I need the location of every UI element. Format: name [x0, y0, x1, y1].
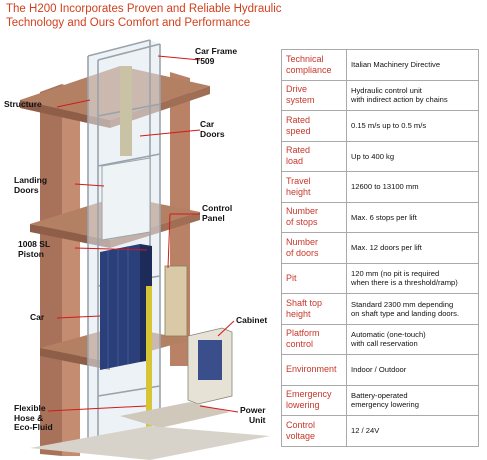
car-doors-drawing — [101, 157, 151, 241]
spec-value: Italian Machinery Directive — [346, 49, 479, 81]
spec-value: 12 / 24V — [346, 415, 479, 447]
leader-lines — [47, 55, 239, 413]
callout-car: Car — [30, 312, 45, 322]
spec-value: 0.15 m/s up to 0.5 m/s — [346, 110, 479, 142]
callout-cabinet: Cabinet — [236, 315, 268, 325]
ground-slab — [30, 426, 270, 460]
table-row: Environment Indoor / Outdoor — [281, 354, 479, 386]
car-frame — [120, 66, 132, 156]
elevator-shaft-drawing — [20, 39, 270, 460]
brick-column-left — [40, 84, 62, 456]
spec-key: Pit — [281, 262, 347, 294]
callout-flexible-hose: Flexible Hose & Eco-Fluid — [14, 403, 53, 432]
callout-car-frame: Car Frame T509 — [195, 46, 238, 66]
callout-control-panel: Control Panel — [202, 203, 233, 223]
elevator-illustration: Car Frame T509 Structure Car Doors Landi… — [0, 36, 275, 460]
spec-value: 12600 to 13100 mm — [346, 171, 479, 203]
control-panel-drawing — [164, 265, 188, 337]
title-line-1: The H200 Incorporates Proven and Reliabl… — [6, 3, 282, 15]
spec-value: Automatic (one-touch)with call reservati… — [346, 323, 479, 355]
spec-value: Max. 12 doors per lift — [346, 232, 479, 264]
callout-power-unit: Power Unit — [240, 405, 266, 425]
spec-key: Environment — [281, 354, 347, 386]
callout-piston: 1008 SL Piston — [18, 239, 51, 259]
spec-value: Max. 6 stops per lift — [346, 201, 479, 233]
spec-value: Indoor / Outdoor — [346, 354, 479, 386]
callout-structure: Structure — [4, 99, 42, 109]
callout-car-doors: Car Doors — [200, 119, 225, 139]
brick-column-face — [62, 84, 80, 456]
callout-landing-doors: Landing Doors — [14, 175, 48, 195]
spec-value: Up to 400 kg — [346, 140, 479, 172]
car-cabin — [100, 244, 140, 370]
piston-drawing — [146, 286, 152, 436]
title-line-2: Technology and Ours Comfort and Performa… — [6, 17, 251, 29]
page-title: The H200 Incorporates Proven and Reliabl… — [6, 2, 306, 30]
